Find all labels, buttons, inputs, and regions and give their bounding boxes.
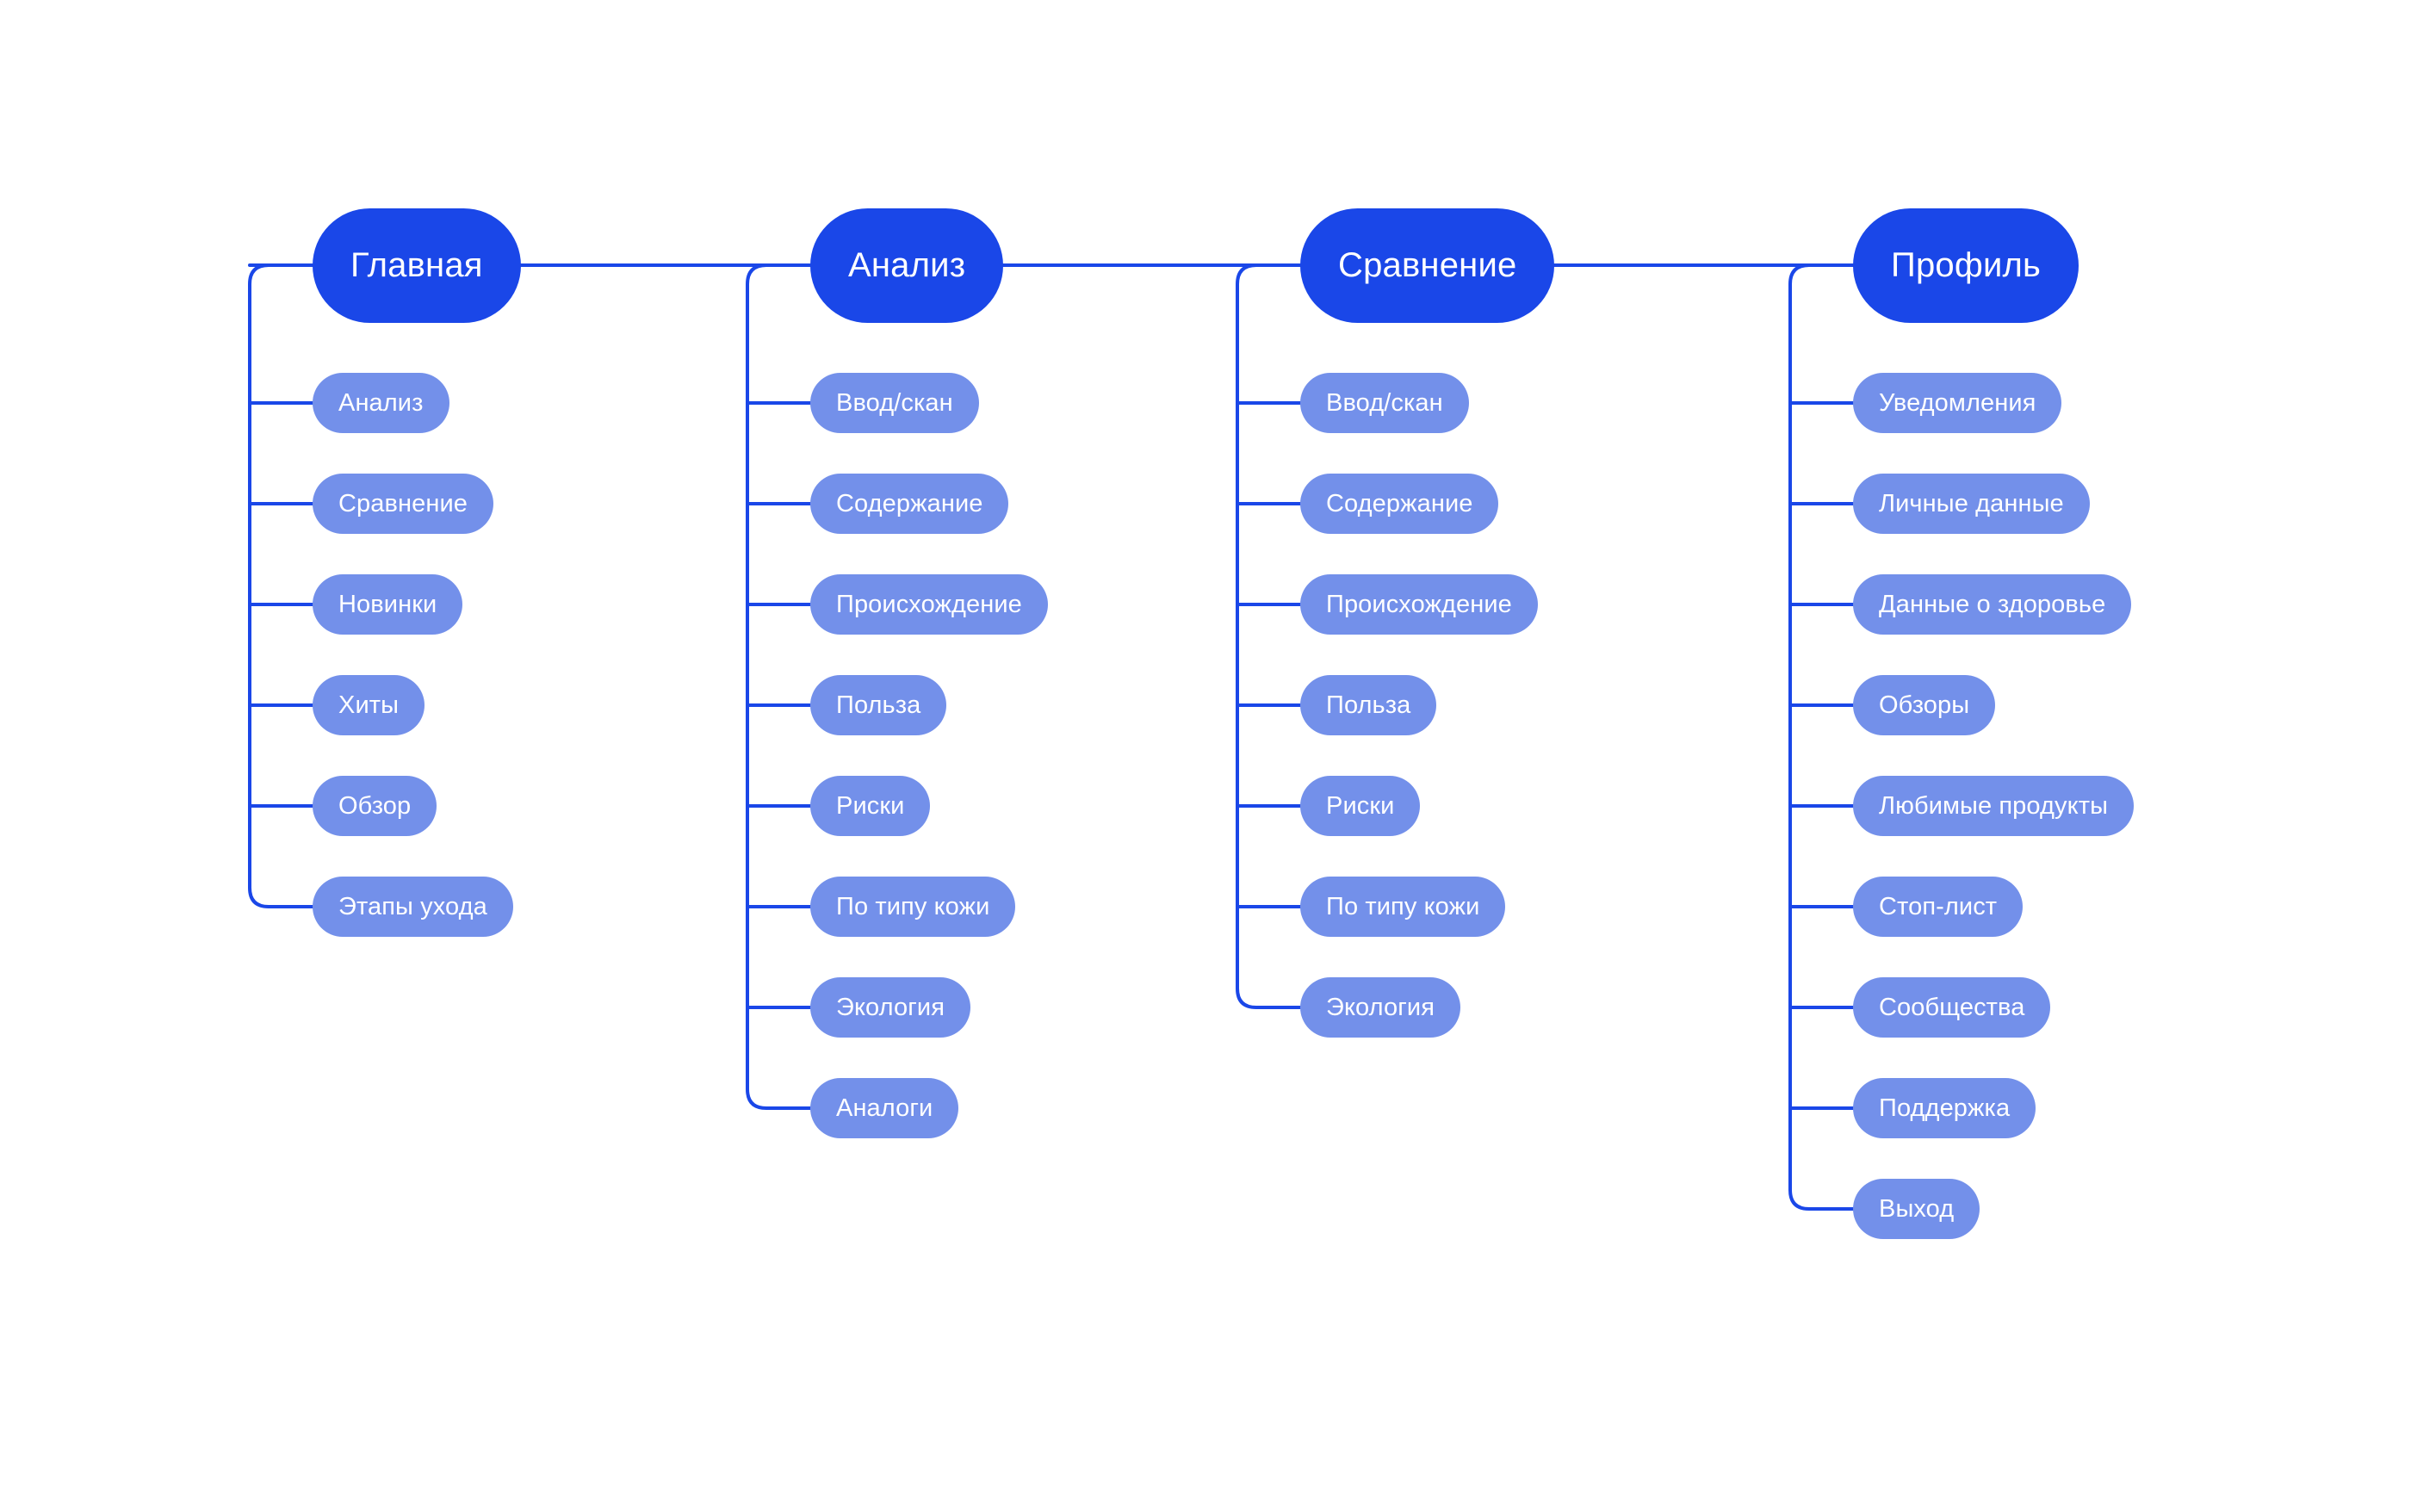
child-pill-analysis-6[interactable]: Экология [810,977,971,1038]
child-pill-profile-8[interactable]: Выход [1853,1179,1980,1239]
child-pill-analysis-0[interactable]: Ввод/скан [810,373,979,433]
child-pill-home-1[interactable]: Сравнение [313,474,493,534]
child-pill-comparison-4[interactable]: Риски [1300,776,1421,836]
child-pill-analysis-5[interactable]: По типу кожи [810,877,1016,937]
child-pill-profile-3[interactable]: Обзоры [1853,675,1996,735]
child-pill-comparison-6[interactable]: Экология [1300,977,1461,1038]
child-pill-home-5[interactable]: Этапы ухода [313,877,513,937]
child-pill-analysis-7[interactable]: Аналоги [810,1078,959,1138]
child-pill-home-4[interactable]: Обзор [313,776,437,836]
child-pill-analysis-2[interactable]: Происхождение [810,574,1048,635]
child-pill-analysis-1[interactable]: Содержание [810,474,1009,534]
root-node-profile[interactable]: Профиль [1853,208,2079,323]
child-pill-comparison-3[interactable]: Польза [1300,675,1437,735]
root-node-comparison[interactable]: Сравнение [1300,208,1555,323]
child-pill-home-2[interactable]: Новинки [313,574,463,635]
child-pill-home-3[interactable]: Хиты [313,675,425,735]
child-pill-profile-0[interactable]: Уведомления [1853,373,2062,433]
child-pill-profile-5[interactable]: Стоп-лист [1853,877,2024,937]
child-pill-comparison-1[interactable]: Содержание [1300,474,1499,534]
child-pill-analysis-3[interactable]: Польза [810,675,947,735]
child-pill-profile-2[interactable]: Данные о здоровье [1853,574,2132,635]
child-pill-profile-4[interactable]: Любимые продукты [1853,776,2135,836]
child-pill-profile-1[interactable]: Личные данные [1853,474,2090,534]
child-pill-profile-6[interactable]: Сообщества [1853,977,2051,1038]
child-pill-comparison-0[interactable]: Ввод/скан [1300,373,1469,433]
root-node-home[interactable]: Главная [313,208,521,323]
child-pill-analysis-4[interactable]: Риски [810,776,931,836]
child-pill-comparison-2[interactable]: Происхождение [1300,574,1538,635]
child-pill-home-0[interactable]: Анализ [313,373,449,433]
child-pill-profile-7[interactable]: Поддержка [1853,1078,2036,1138]
root-node-analysis[interactable]: Анализ [810,208,1004,323]
child-pill-comparison-5[interactable]: По типу кожи [1300,877,1506,937]
